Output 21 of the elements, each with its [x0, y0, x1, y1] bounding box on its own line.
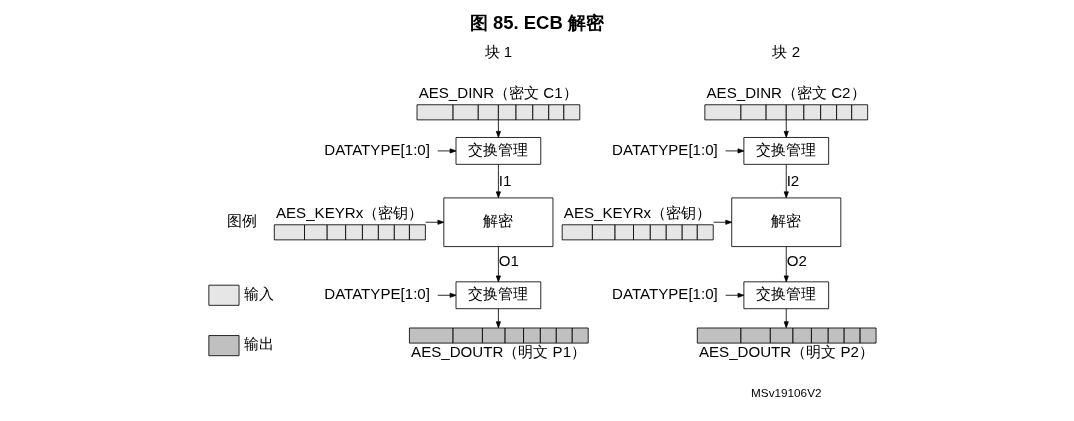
legend-label: 输入	[244, 284, 275, 302]
legend-label: 输出	[244, 335, 275, 353]
label: 块 2	[772, 43, 801, 61]
node-text: DATATYPE[1:0]	[324, 284, 430, 302]
edge-label: O1	[498, 252, 519, 270]
node-label: AES_DINR（密文 C1）	[418, 84, 578, 102]
label: 块 1	[484, 43, 513, 61]
node-text: DATATYPE[1:0]	[612, 140, 718, 158]
node-text: DATATYPE[1:0]	[324, 140, 430, 158]
diagram-title: 图 85. ECB 解密	[469, 11, 604, 33]
node-label: AES_DOUTR（明文 P2）	[698, 342, 874, 360]
node-label: AES_DINR（密文 C2）	[706, 84, 866, 102]
node-label: AES_DOUTR（明文 P1）	[411, 342, 587, 360]
edge-label: I2	[786, 171, 800, 189]
node-text: DATATYPE[1:0]	[612, 284, 718, 302]
node-label: AES_KEYRx（密钥）	[275, 204, 424, 222]
label: MSv19106V2	[751, 386, 822, 400]
node-label: AES_KEYRx（密钥）	[563, 204, 712, 222]
edge-label: I1	[498, 171, 512, 189]
edge-label: O2	[786, 252, 807, 270]
label: 图例	[227, 211, 258, 229]
